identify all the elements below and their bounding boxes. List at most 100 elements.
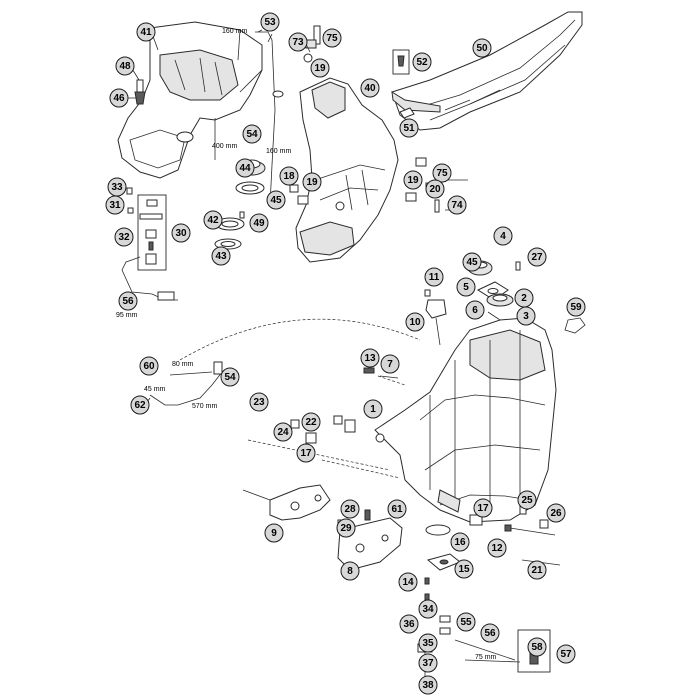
grommet-54 (272, 90, 284, 98)
callout-number: 8 (347, 566, 353, 577)
bolt-52 (397, 55, 405, 67)
callout-circle (425, 179, 445, 199)
callout-circle (487, 538, 507, 558)
callout-48: 48 (115, 56, 135, 76)
callout-circle (432, 163, 452, 183)
callout-16: 16 (450, 532, 470, 552)
callout-number: 7 (387, 359, 393, 370)
gaskets-42-43-49 (214, 211, 245, 250)
callout-circle (399, 118, 419, 138)
callout-number: 54 (224, 372, 236, 383)
callout-circle (566, 297, 586, 317)
callout-number: 58 (531, 642, 543, 653)
callout-6: 6 (465, 300, 485, 320)
callout-number: 59 (570, 302, 582, 313)
callout-number: 21 (531, 565, 543, 576)
clamp-59 (564, 317, 586, 334)
callout-circle (556, 644, 576, 664)
clip-box-57 (517, 629, 551, 673)
bolts-73-75-19 (303, 25, 321, 63)
bushings-22-24-17 (290, 415, 483, 526)
callout-number: 62 (134, 400, 146, 411)
callout-29: 29 (336, 518, 356, 538)
callout-number: 14 (402, 577, 414, 588)
callout-circle (399, 614, 419, 634)
callout-number: 10 (409, 317, 421, 328)
callout-number: 16 (454, 537, 466, 548)
callout-35: 35 (418, 633, 438, 653)
callout-number: 75 (436, 168, 448, 179)
callout-56: 56 (480, 623, 500, 643)
callout-number: 53 (264, 17, 276, 28)
callout-number: 17 (300, 448, 312, 459)
callout-number: 19 (407, 175, 419, 186)
callout-number: 51 (403, 123, 415, 134)
callout-43: 43 (211, 246, 231, 266)
callout-number: 30 (175, 228, 187, 239)
callout-number: 49 (253, 218, 265, 229)
callout-number: 4 (500, 231, 506, 242)
callout-circle (465, 300, 485, 320)
callout-1: 1 (363, 399, 383, 419)
callout-circle (424, 267, 444, 287)
callout-number: 50 (476, 43, 488, 54)
callout-circle (109, 88, 129, 108)
callout-number: 73 (292, 37, 304, 48)
callout-circle (418, 633, 438, 653)
callout-circle (114, 227, 134, 247)
callout-circle (462, 252, 482, 272)
callout-circle (266, 190, 286, 210)
callout-number: 33 (111, 182, 123, 193)
callout-22: 22 (301, 412, 321, 432)
callout-19: 19 (310, 58, 330, 78)
callout-circle (115, 56, 135, 76)
callout-circle (398, 572, 418, 592)
callout-34: 34 (418, 599, 438, 619)
callout-circle (136, 22, 156, 42)
leader-17 (321, 459, 401, 479)
callout-number: 75 (326, 33, 338, 44)
callout-number: 44 (239, 163, 251, 174)
callout-circle (301, 412, 321, 432)
callout-44: 44 (235, 158, 255, 178)
callout-26: 26 (546, 503, 566, 523)
callout-circle (235, 158, 255, 178)
callout-11: 11 (424, 267, 444, 287)
callout-number: 22 (305, 417, 317, 428)
callout-75: 75 (322, 28, 342, 48)
callout-42: 42 (203, 210, 223, 230)
callout-53: 53 (260, 12, 280, 32)
callout-number: 48 (119, 61, 131, 72)
callout-number: 1 (370, 404, 376, 415)
callout-number: 18 (283, 171, 295, 182)
callout-circle (249, 213, 269, 233)
callout-circle (340, 561, 360, 581)
callout-number: 15 (458, 564, 470, 575)
callout-number: 28 (344, 504, 356, 515)
callout-number: 5 (463, 282, 469, 293)
callout-circle (264, 523, 284, 543)
callout-circle (456, 277, 476, 297)
callout-circle (493, 226, 513, 246)
callout-circle (296, 443, 316, 463)
callout-3: 3 (516, 306, 536, 326)
callout-number: 52 (416, 57, 428, 68)
callout-21: 21 (527, 560, 547, 580)
callout-19: 19 (403, 170, 423, 190)
dimension-label: 160 mm (222, 28, 247, 35)
callout-13: 13 (360, 348, 380, 368)
tank-cover-part (295, 77, 399, 263)
callout-number: 57 (560, 649, 572, 660)
callout-38: 38 (418, 675, 438, 695)
callout-number: 37 (422, 658, 434, 669)
callout-60: 60 (139, 356, 159, 376)
callout-circle (336, 518, 356, 538)
bracket-9 (242, 484, 331, 521)
callout-17: 17 (296, 443, 316, 463)
callout-circle (310, 58, 330, 78)
callout-number: 56 (484, 628, 496, 639)
callout-24: 24 (273, 422, 293, 442)
callout-number: 61 (391, 504, 403, 515)
